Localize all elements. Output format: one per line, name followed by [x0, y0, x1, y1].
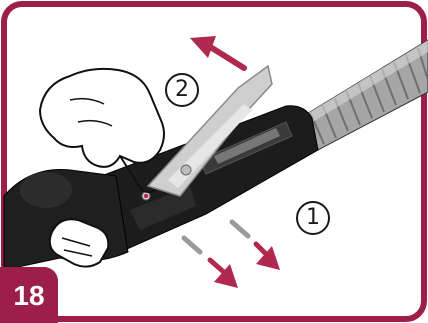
callout-step-1: 1	[296, 201, 330, 235]
step-number-badge: 18	[0, 267, 58, 323]
callout-2-label: 2	[175, 79, 189, 101]
callout-step-2: 2	[165, 73, 199, 107]
step-number: 18	[13, 280, 44, 312]
callout-1-label: 1	[306, 207, 320, 229]
